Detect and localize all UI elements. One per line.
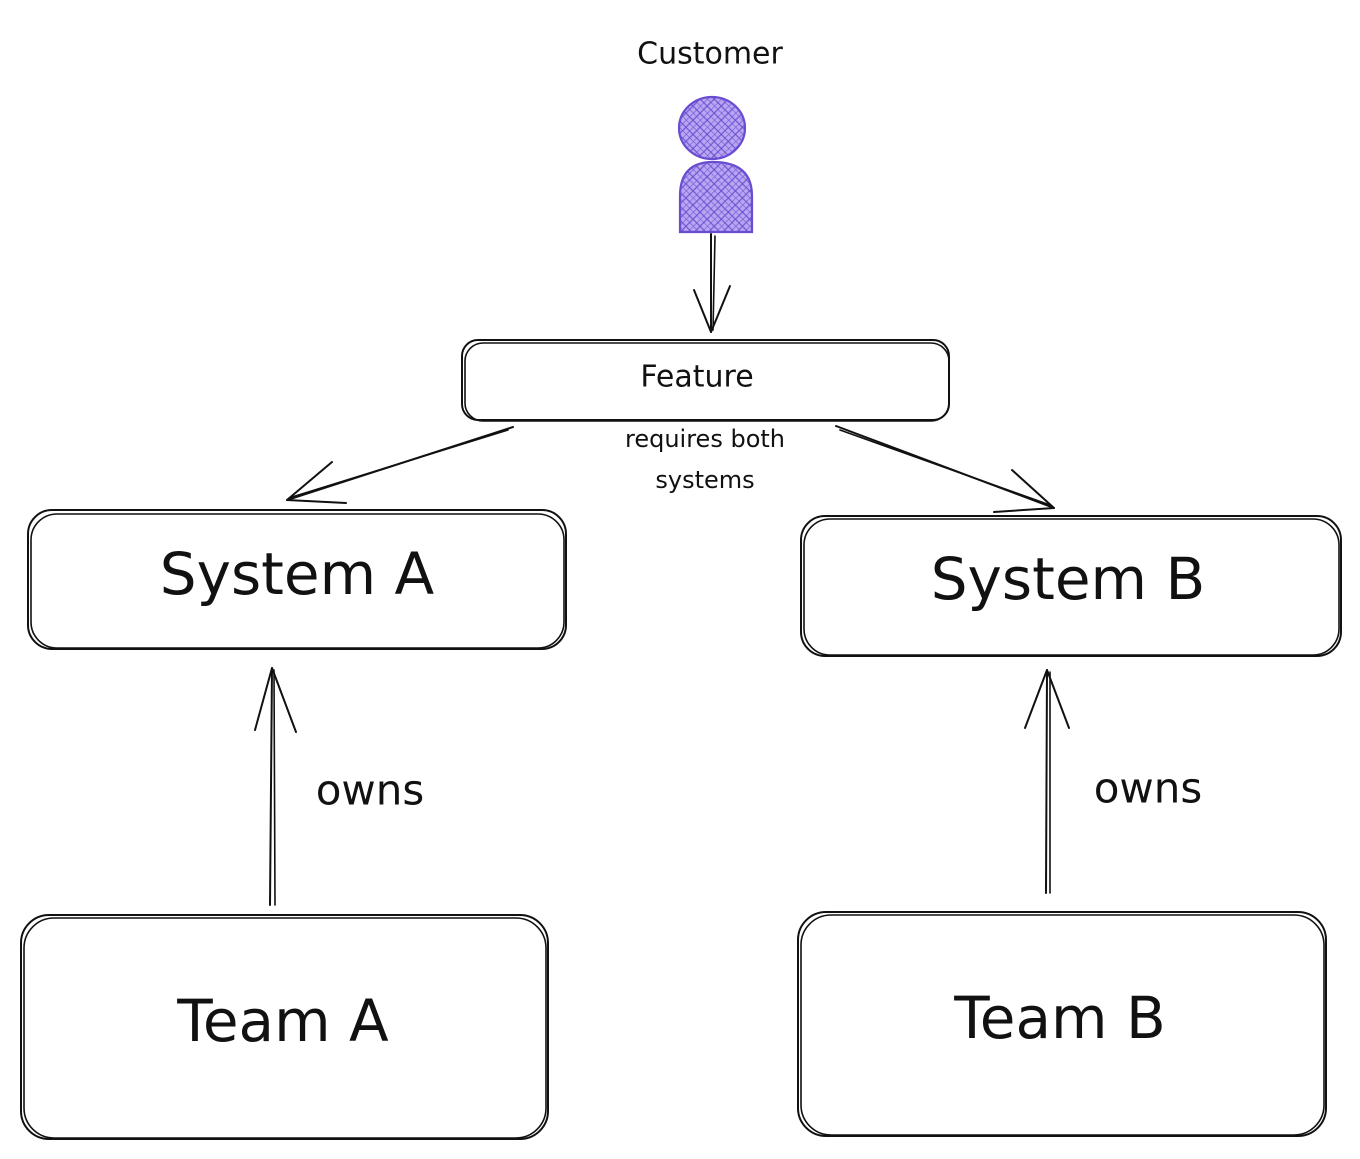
customer-person-icon (677, 95, 754, 234)
arrow-feature-to-system-a (286, 426, 514, 504)
arrow-feature-to-system-b (835, 425, 1055, 513)
owns-label-team-a: owns (316, 766, 425, 815)
team-a-box[interactable] (20, 914, 549, 1140)
feature-note-line1: requires both (625, 425, 785, 453)
team-b-label: Team B (953, 984, 1166, 1052)
system-b-box[interactable] (800, 515, 1342, 657)
arrow-team-a-to-system-a (254, 667, 297, 906)
arrow-customer-to-feature (693, 233, 731, 333)
team-b-box[interactable] (797, 911, 1327, 1137)
customer-label: Customer (637, 37, 783, 72)
system-a-box[interactable] (27, 509, 567, 650)
team-a-label: Team A (176, 987, 389, 1055)
feature-label: Feature (640, 360, 753, 395)
system-b-label: System B (931, 545, 1206, 613)
owns-label-team-b: owns (1094, 764, 1203, 813)
feature-box[interactable] (461, 339, 950, 422)
arrow-team-b-to-system-b (1024, 669, 1070, 894)
system-a-label: System A (160, 540, 435, 608)
feature-note-line2: systems (655, 466, 754, 494)
